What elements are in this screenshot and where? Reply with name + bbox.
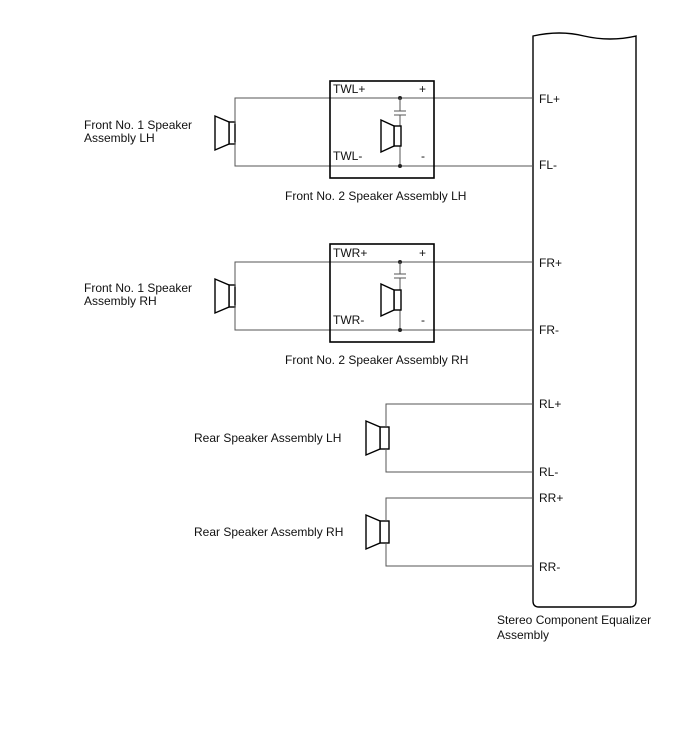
tweeter-lh-minus-mark: - <box>421 149 425 163</box>
tweeter-rh-plus-mark: + <box>419 246 426 260</box>
twl-plus-label: TWL+ <box>333 82 365 96</box>
front-lh-circuit: TWL+ TWL- + - Front No. 2 Speaker Assemb… <box>84 80 560 203</box>
pin-rl-plus: RL+ <box>539 397 561 411</box>
front-no1-speaker-lh-label-line1: Front No. 1 Speaker <box>84 118 192 132</box>
pin-fl-minus: FL- <box>539 158 557 172</box>
twr-plus-label: TWR+ <box>333 246 367 260</box>
front-no1-speaker-lh-icon <box>214 114 236 152</box>
rear-speaker-rh-label: Rear Speaker Assembly RH <box>194 525 343 539</box>
front-no2-speaker-rh-box <box>329 243 435 343</box>
twl-minus-label: TWL- <box>333 149 362 163</box>
tweeter-capacitor-rh-icon <box>394 260 406 332</box>
rear-speaker-lh-icon <box>365 419 390 457</box>
front-rh-circuit: TWR+ TWR- + - Front No. 2 Speaker Assemb… <box>84 243 562 367</box>
rear-rh-circuit: Rear Speaker Assembly RH RR+ RR- <box>194 491 563 574</box>
pin-fl-plus: FL+ <box>539 92 560 106</box>
tweeter-capacitor-lh-icon <box>394 96 406 168</box>
front-no1-speaker-rh-icon <box>214 277 236 315</box>
front-no2-speaker-lh-label: Front No. 2 Speaker Assembly LH <box>285 189 466 203</box>
front-no2-speaker-rh-label: Front No. 2 Speaker Assembly RH <box>285 353 468 367</box>
equalizer-unit-body <box>532 32 637 608</box>
tweeter-rh-minus-mark: - <box>421 313 425 327</box>
tweeter-lh-plus-mark: + <box>419 82 426 96</box>
pin-rr-minus: RR- <box>539 560 560 574</box>
twr-minus-label: TWR- <box>333 313 364 327</box>
pin-rr-plus: RR+ <box>539 491 563 505</box>
pin-rl-minus: RL- <box>539 465 558 479</box>
front-no1-speaker-rh-label-line2: Assembly RH <box>84 294 157 308</box>
front-no1-speaker-rh-label-line1: Front No. 1 Speaker <box>84 281 192 295</box>
tweeter-rh-icon <box>380 282 402 318</box>
rear-speaker-rh-icon <box>365 513 390 551</box>
pin-fr-plus: FR+ <box>539 256 562 270</box>
front-no1-speaker-lh-label-line2: Assembly LH <box>84 131 155 145</box>
equalizer-unit-label-line2: Assembly <box>497 628 549 642</box>
rear-lh-circuit: Rear Speaker Assembly LH RL+ RL- <box>194 397 561 479</box>
pin-fr-minus: FR- <box>539 323 559 337</box>
front-no2-speaker-lh-box <box>329 80 435 179</box>
equalizer-unit-label-line1: Stereo Component Equalizer <box>497 613 651 627</box>
tweeter-lh-icon <box>380 118 402 154</box>
rear-speaker-lh-label: Rear Speaker Assembly LH <box>194 431 341 445</box>
